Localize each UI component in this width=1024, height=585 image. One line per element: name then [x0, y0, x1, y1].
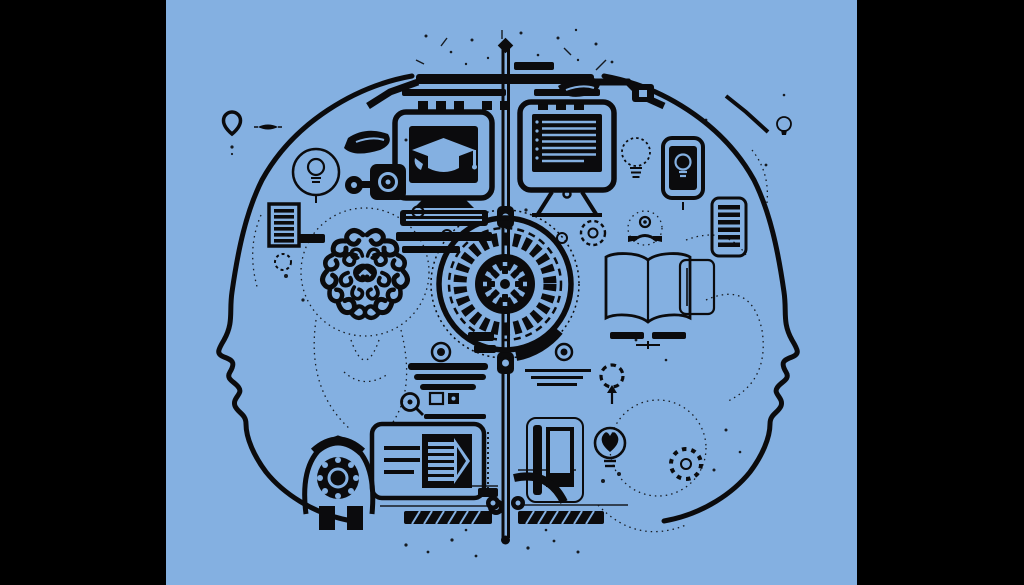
monitor-text-icon: [517, 99, 617, 217]
c-gear-arrow-icon: [599, 363, 625, 404]
dotted-lightbulb-icon: [621, 137, 651, 178]
circuit-band: [344, 62, 770, 154]
line-art-illustration: [216, 28, 857, 558]
gear-head-figure-icon: [302, 435, 376, 530]
striped-card-icon: [710, 196, 748, 258]
magnifier-icon: [400, 392, 424, 416]
hatch-bars: [404, 472, 604, 525]
chip-icon: [370, 164, 406, 200]
filament-bulb-icon: [593, 426, 627, 468]
graduate-icon: [628, 215, 662, 243]
scalloped-gear-icon: [669, 447, 703, 481]
node-dot: [411, 205, 425, 219]
open-book-icon: [604, 252, 692, 349]
lines-right: [525, 369, 591, 386]
monitor-graduation-cap-icon: [392, 109, 495, 253]
barcode-icon: [267, 202, 325, 271]
speckle-texture: [230, 28, 786, 558]
chip-pair: [428, 391, 459, 406]
small-lightbulb-icon: [776, 116, 792, 135]
location-pin-icon: [221, 110, 243, 137]
lightbulb-circle-icon: [291, 147, 341, 203]
phone-lightbulb-icon: [661, 136, 705, 210]
hatch-bars-left-cluster: [408, 332, 496, 419]
eye-icon: [254, 124, 282, 130]
brain-icon: [321, 229, 409, 318]
illustration-panel: [166, 0, 857, 585]
left-head-profile: [216, 73, 415, 524]
gear-icon-left-of-book: [579, 219, 607, 247]
tablet-book-icon: [526, 417, 584, 503]
target-dot-icons: [430, 341, 574, 363]
side-card-icon: [678, 258, 716, 316]
clock-gear-dial: [430, 209, 580, 361]
key-icon: [345, 176, 376, 194]
arrow-card-icon: [369, 421, 504, 515]
